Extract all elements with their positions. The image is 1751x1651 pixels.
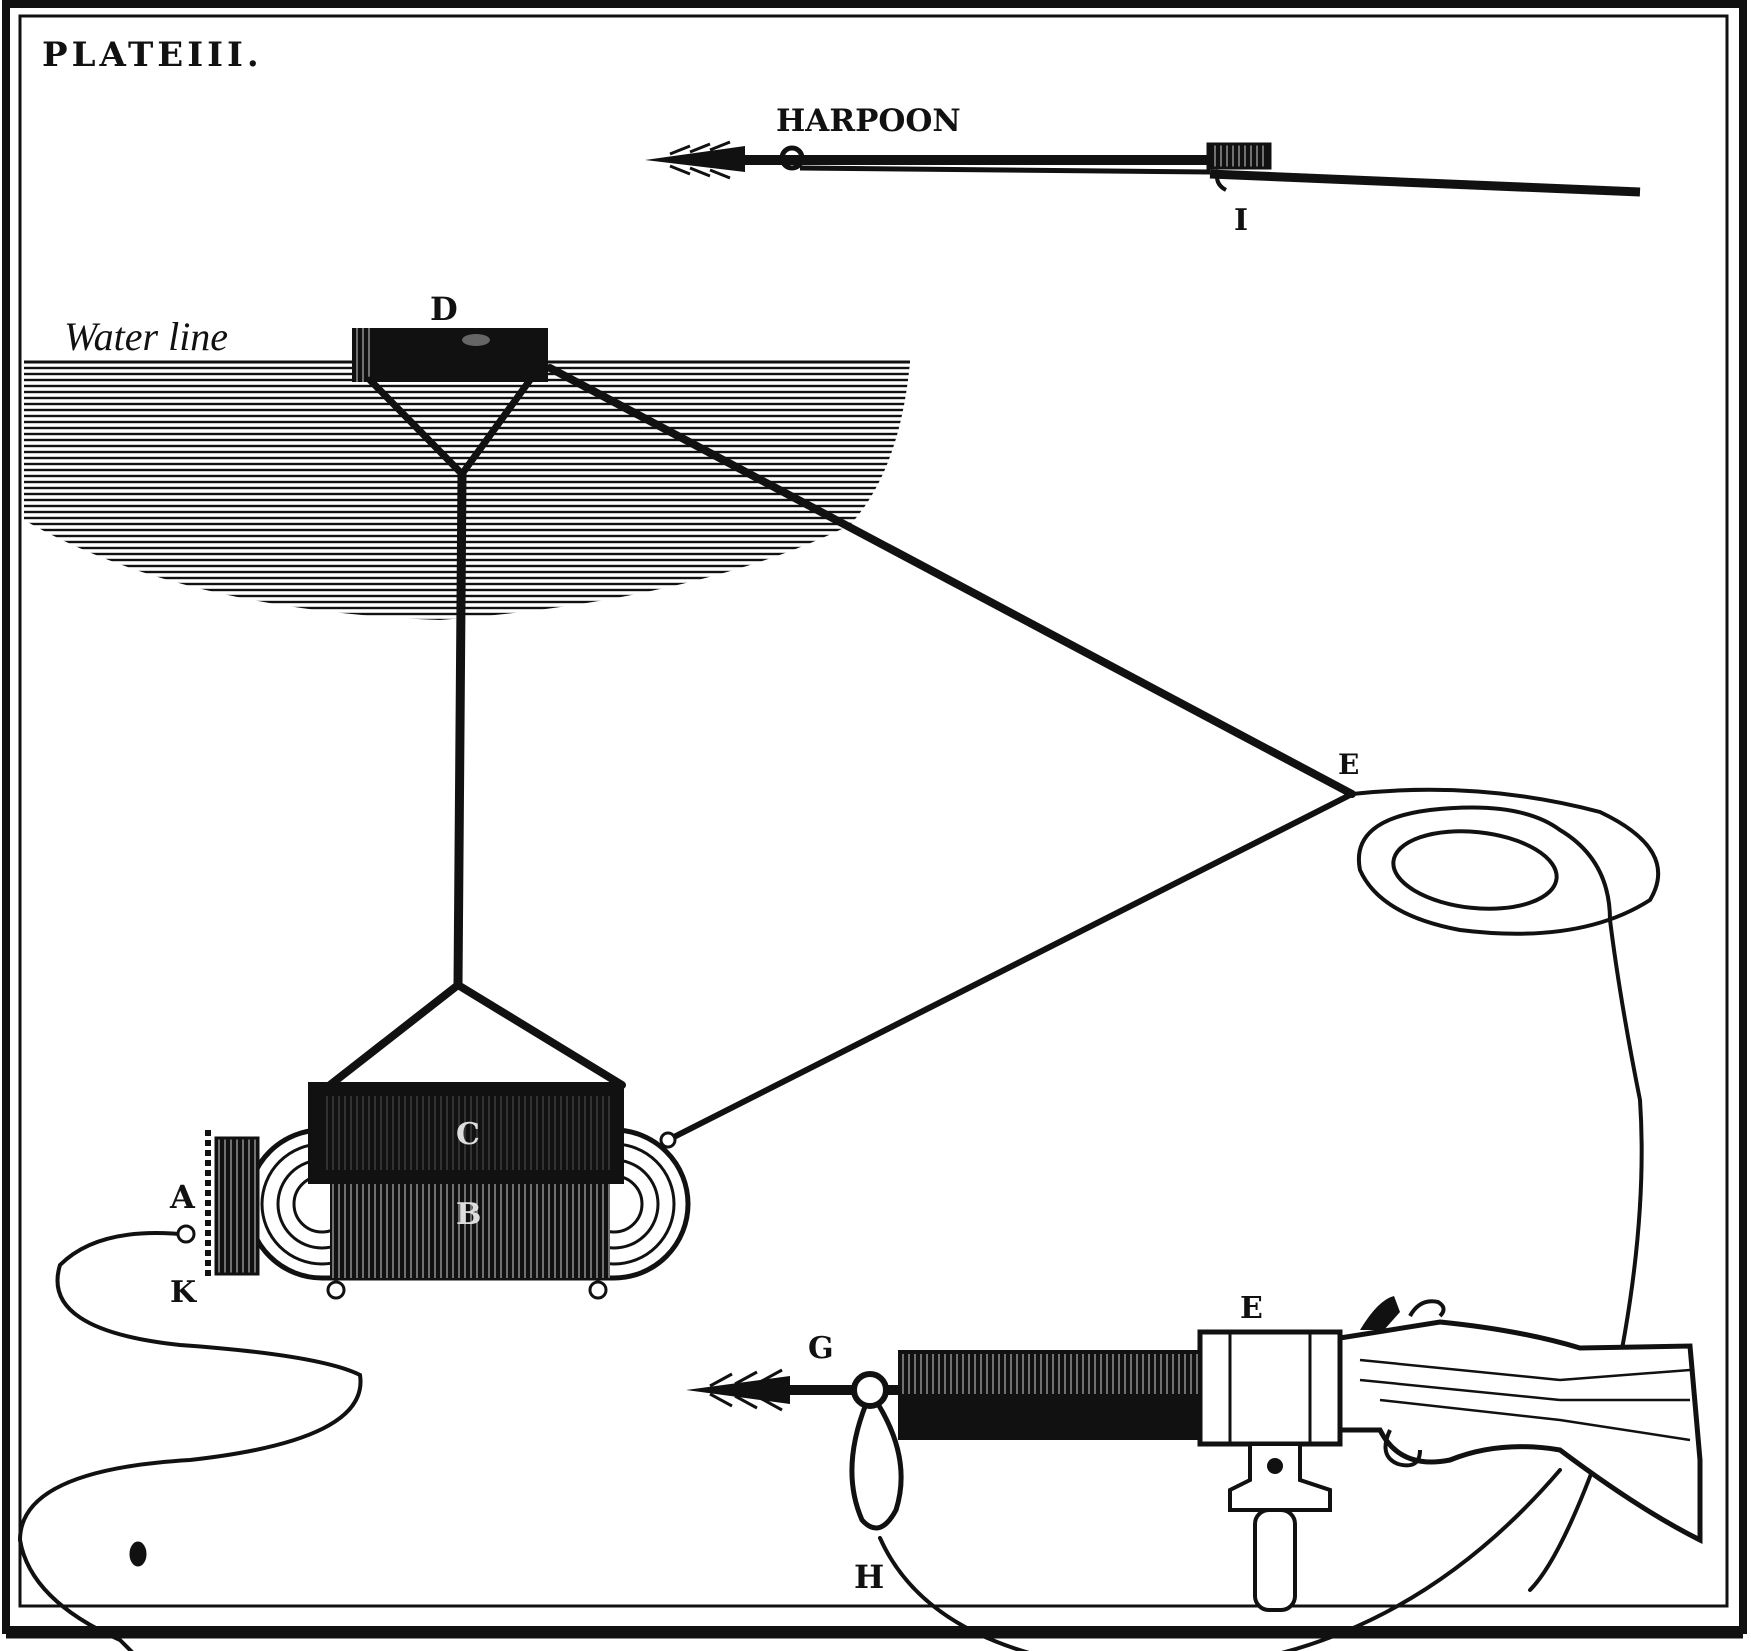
harpoon-line-rod: [1209, 169, 1641, 197]
label-a: A: [169, 1178, 196, 1216]
label-e-junction: E: [1338, 748, 1359, 781]
gun-trigger: [1383, 1429, 1422, 1468]
label-b: B: [456, 1197, 481, 1232]
harpoon-figure: HARPOON I: [645, 103, 1641, 238]
water-line-label: Water line: [64, 314, 228, 359]
label-k: K: [170, 1275, 197, 1310]
rigging-lines: [17, 364, 1661, 1651]
water-section: Water line: [24, 314, 910, 620]
gun-mount: [1228, 1442, 1332, 1512]
gun-harpoon-head: [686, 1376, 790, 1404]
label-d: D: [430, 290, 458, 328]
harpoon-gun-figure: G E H: [686, 1291, 1703, 1612]
torpedo-nose: [214, 1136, 260, 1276]
harpoon-collar: [1206, 142, 1272, 170]
harpoon-title: HARPOON: [776, 103, 961, 139]
label-e-gun: E: [1240, 1291, 1263, 1326]
torpedo-figure: C B A K: [169, 1082, 691, 1310]
label-h: H: [854, 1558, 884, 1596]
gun-stock: [1337, 1319, 1703, 1545]
gun-hammer: [1360, 1296, 1400, 1330]
label-c-torpedo: C: [456, 1117, 480, 1152]
gun-harpoon-ring: [851, 1371, 889, 1409]
label-i: I: [1234, 203, 1248, 238]
plate-title: PLATEIII.: [42, 35, 263, 75]
harpoon-head: [645, 146, 745, 172]
label-g: G: [808, 1331, 834, 1366]
float-d: D: [352, 290, 548, 382]
water-body: [24, 362, 910, 620]
